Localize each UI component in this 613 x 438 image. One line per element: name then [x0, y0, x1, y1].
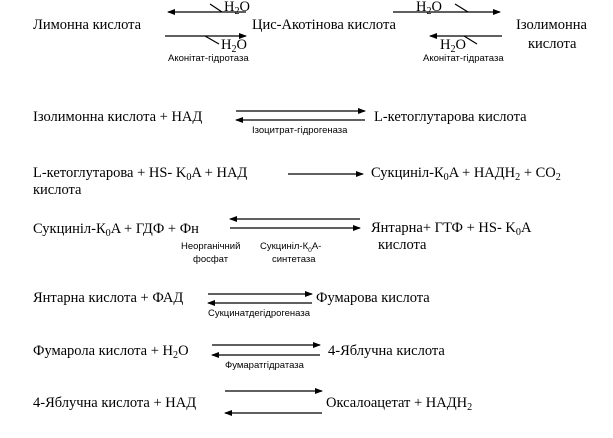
r2-water-tick-bottom — [463, 35, 478, 45]
r2-product-line2: кислота — [528, 36, 577, 52]
r2-enzyme: Аконітат-гідратаза — [423, 53, 504, 64]
r3-enzyme: Ізоцитрат-гідрогеназа — [252, 125, 348, 136]
r6-left: Янтарна кислота + ФАД — [33, 290, 184, 306]
r8-left: 4-Яблучна кислота + НАД — [33, 395, 197, 411]
r7-left: Фумарола кислота + H2O — [33, 343, 189, 361]
r2-product-line1: Ізолимонна — [516, 17, 587, 33]
r2-water-tick-top — [454, 3, 469, 13]
r5-right-line1: Янтарна+ ГТФ + HS- K0A — [371, 220, 532, 238]
r3-left: Ізолимонна кислота + НАД — [33, 109, 203, 125]
r5-right-line2: кислота — [378, 237, 427, 253]
r1-water-tick-bottom — [204, 35, 220, 45]
r6-right: Фумарова кислота — [316, 290, 430, 306]
r4-left-line1: L-кетоглутарова + HS- K0A + НАД — [33, 165, 248, 183]
r5-note-synthetase-line2: синтетаза — [272, 254, 316, 265]
r8-right: Оксалоацетат + НАДН2 — [326, 395, 473, 413]
r1-substrate: Лимонна кислота — [33, 17, 142, 33]
r5-left: Сукциніл-К0A + ГДФ + Фн — [33, 221, 199, 239]
r4-left-line2: кислота — [33, 182, 82, 198]
r5-note-phosphate-line2: фосфат — [193, 254, 229, 265]
r3-right: L-кетоглутарова кислота — [374, 109, 527, 125]
r4-right: Сукциніл-К0A + НАДН2 + CO2 — [371, 165, 561, 183]
r1-water-top: H2O — [224, 0, 251, 17]
r2-water-top: H2O — [416, 0, 443, 17]
r1-water-tick-top — [209, 3, 223, 13]
r7-right: 4-Яблучна кислота — [328, 343, 445, 359]
r7-enzyme: Фумаратгідратаза — [225, 360, 304, 371]
r6-enzyme: Сукцинатдегідрогеназа — [208, 308, 310, 319]
r2-water-bottom: H2O — [440, 37, 467, 55]
r5-note-phosphate-line1: Неорганічний — [181, 241, 241, 252]
r1-enzyme: Аконітат-гідротаза — [168, 53, 249, 64]
r1-intermediate: Цис-Акотінова кислота — [252, 17, 396, 33]
r1-water-bottom: H2O — [221, 37, 248, 55]
r5-note-synthetase-line1: Сукциніл-К0А- — [260, 241, 322, 254]
